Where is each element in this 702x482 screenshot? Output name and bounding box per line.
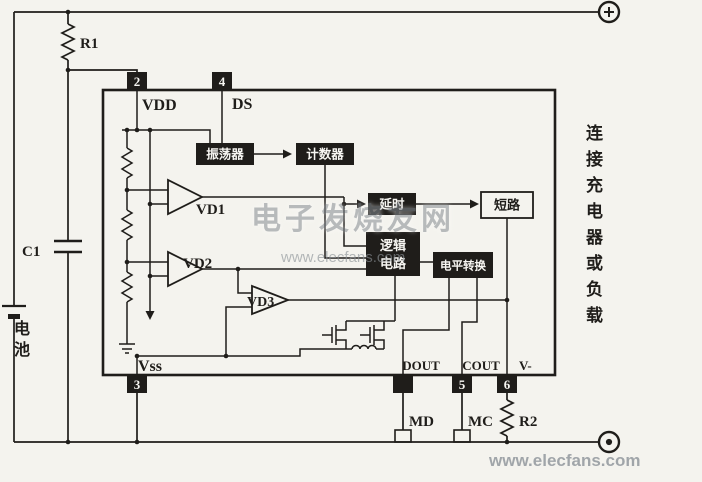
mc-label: MC xyxy=(468,414,493,430)
resistor-r1-symbol xyxy=(60,23,76,61)
battery-label: 电池 xyxy=(11,320,28,362)
counter-block xyxy=(296,143,354,165)
pin-6-number: 6 xyxy=(504,377,511,392)
pin-4-number: 4 xyxy=(219,74,226,89)
short-circuit-block xyxy=(480,191,534,219)
delay-block xyxy=(368,193,416,215)
dout-label: DOUT xyxy=(402,358,440,373)
comparator-vd3-symbol xyxy=(251,284,291,316)
level-shift-caption: 电平转换 xyxy=(440,259,486,273)
internal-mosfets-symbol xyxy=(322,321,385,349)
capacitor-c1-symbol xyxy=(54,239,82,254)
external-wiring xyxy=(13,11,599,443)
ground-symbol xyxy=(119,343,135,354)
level-shift-block xyxy=(433,252,493,278)
cout-label: COUT xyxy=(462,358,500,373)
arrow-into-delay xyxy=(357,199,366,209)
short-circuit-caption: 短路 xyxy=(494,198,521,213)
pin-3-number: 3 xyxy=(134,377,141,392)
pin-6-pad xyxy=(497,375,517,393)
vd2-label: VD2 xyxy=(183,256,212,272)
divider-resistors-symbol xyxy=(120,147,134,303)
md-label: MD xyxy=(409,414,434,430)
pin-2-number: 2 xyxy=(134,74,141,89)
arrow-into-short xyxy=(470,199,479,209)
inductor-symbol xyxy=(351,344,377,350)
vd3-label: VD3 xyxy=(247,295,274,310)
junction-dots xyxy=(65,9,510,445)
oscillator-block xyxy=(196,143,254,165)
logic-caption-line2: 电路 xyxy=(380,256,407,271)
comparator-vd1-symbol xyxy=(167,178,205,216)
positive-terminal xyxy=(597,0,621,24)
arrow-osc-to-counter xyxy=(283,149,292,159)
vd1-label: VD1 xyxy=(196,202,225,218)
vdd-label: VDD xyxy=(142,97,177,114)
v-minus-label: V- xyxy=(519,358,532,373)
current-source-arrow xyxy=(145,311,155,320)
ic-internal-wiring xyxy=(122,90,508,375)
comparator-vd2-symbol xyxy=(167,250,205,288)
c1-label: C1 xyxy=(22,244,40,260)
pin-5-pad xyxy=(452,375,472,393)
negative-terminal xyxy=(597,430,621,454)
counter-caption: 计数器 xyxy=(306,147,344,162)
ds-label: DS xyxy=(232,96,253,113)
resistor-r2-symbol xyxy=(499,399,515,437)
ic-outline xyxy=(101,88,557,377)
pin-dout-pad xyxy=(393,375,413,393)
logic-block xyxy=(366,232,420,276)
vss-label: Vss xyxy=(138,358,162,375)
logic-caption-line1: 逻辑 xyxy=(380,238,406,253)
r1-label: R1 xyxy=(80,36,98,52)
oscillator-caption: 振荡器 xyxy=(206,147,244,162)
r2-label: R2 xyxy=(519,414,537,430)
pin-5-number: 5 xyxy=(459,377,466,392)
pin-3-pad xyxy=(127,375,147,393)
battery-symbol xyxy=(2,304,26,319)
mosfet-mc-package xyxy=(453,429,471,443)
delay-caption: 延时 xyxy=(378,197,405,212)
pin-2-pad xyxy=(127,72,147,90)
pin-4-pad xyxy=(212,72,232,90)
mosfet-md-package xyxy=(394,429,412,443)
side-note-connect-charger-or-load: 连接充电器或负载 xyxy=(583,124,602,332)
